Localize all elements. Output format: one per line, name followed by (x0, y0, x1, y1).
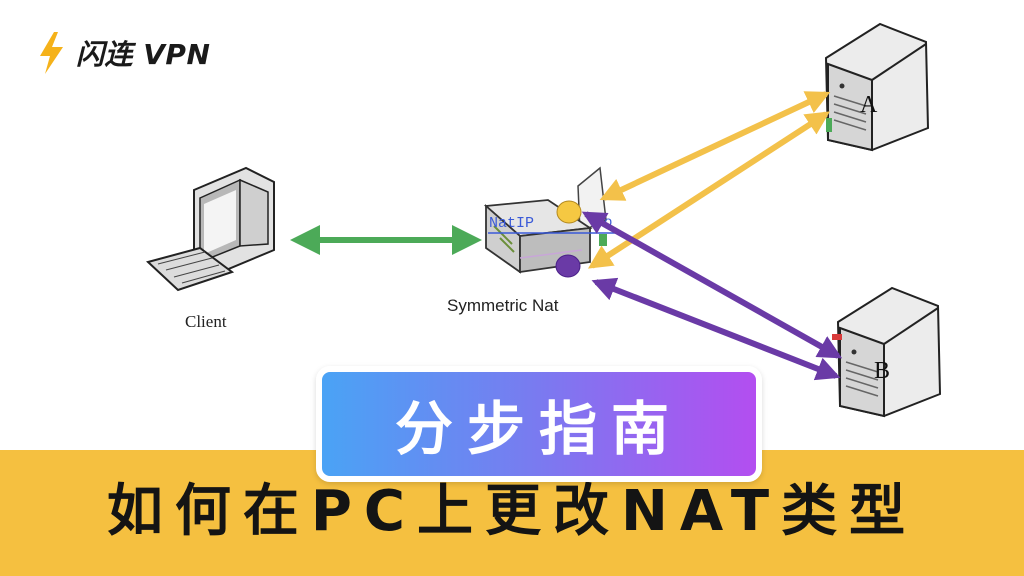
badge-text: 分步指南 (394, 395, 683, 463)
nat-ip-text: NatIP (489, 215, 534, 232)
guide-badge: 分步指南 (316, 366, 762, 482)
main-title: 如何在PC上更改NAT类型 (106, 479, 918, 544)
brand-name: 闪连 VPN (76, 38, 211, 71)
server-b-label: B (874, 358, 890, 384)
server-a-label: A (860, 92, 878, 118)
client-computer-icon (146, 166, 275, 292)
server-a-icon: A (824, 22, 930, 152)
nat-server-b-link-2 (591, 277, 841, 381)
server-b-icon: B (832, 286, 942, 418)
client-label: Client (185, 312, 227, 331)
brand-logo: 闪连 VPN (36, 32, 210, 74)
nat-server-a-link-1 (599, 91, 831, 201)
lightning-bolt-icon (40, 32, 63, 74)
nat-server-b-link-1 (581, 211, 843, 359)
nat-label: Symmetric Nat (447, 296, 559, 315)
